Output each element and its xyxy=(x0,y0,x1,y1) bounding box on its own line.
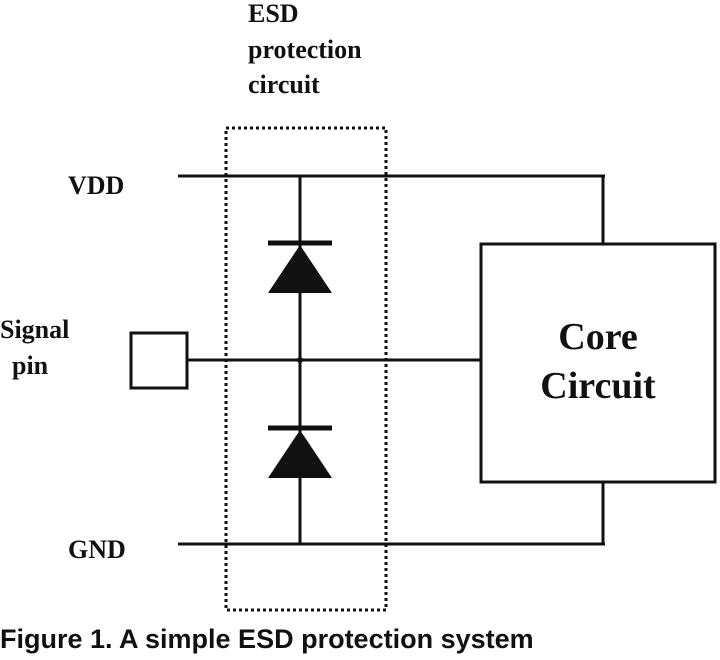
upper-diode-icon xyxy=(268,240,332,293)
signal-label-line-2: pin xyxy=(12,351,49,380)
signal-junction xyxy=(297,357,303,363)
core-label-line-2: Circuit xyxy=(540,365,656,407)
esd-label-line-1: ESD xyxy=(248,0,299,28)
lower-diode-icon xyxy=(268,425,332,478)
esd-label-line-2: protection xyxy=(248,35,362,64)
core-circuit-block xyxy=(479,242,717,484)
gnd-label: GND xyxy=(68,535,126,564)
figure-caption: Figure 1. A simple ESD protection system xyxy=(0,624,534,654)
signal-label-line-1: Signal xyxy=(0,315,69,344)
core-label-line-1: Core xyxy=(558,316,638,358)
esd-label-line-3: circuit xyxy=(248,70,320,99)
esd-protection-boundary xyxy=(224,126,388,612)
vdd-label: VDD xyxy=(68,171,124,200)
signal-pin-pad xyxy=(129,331,189,390)
